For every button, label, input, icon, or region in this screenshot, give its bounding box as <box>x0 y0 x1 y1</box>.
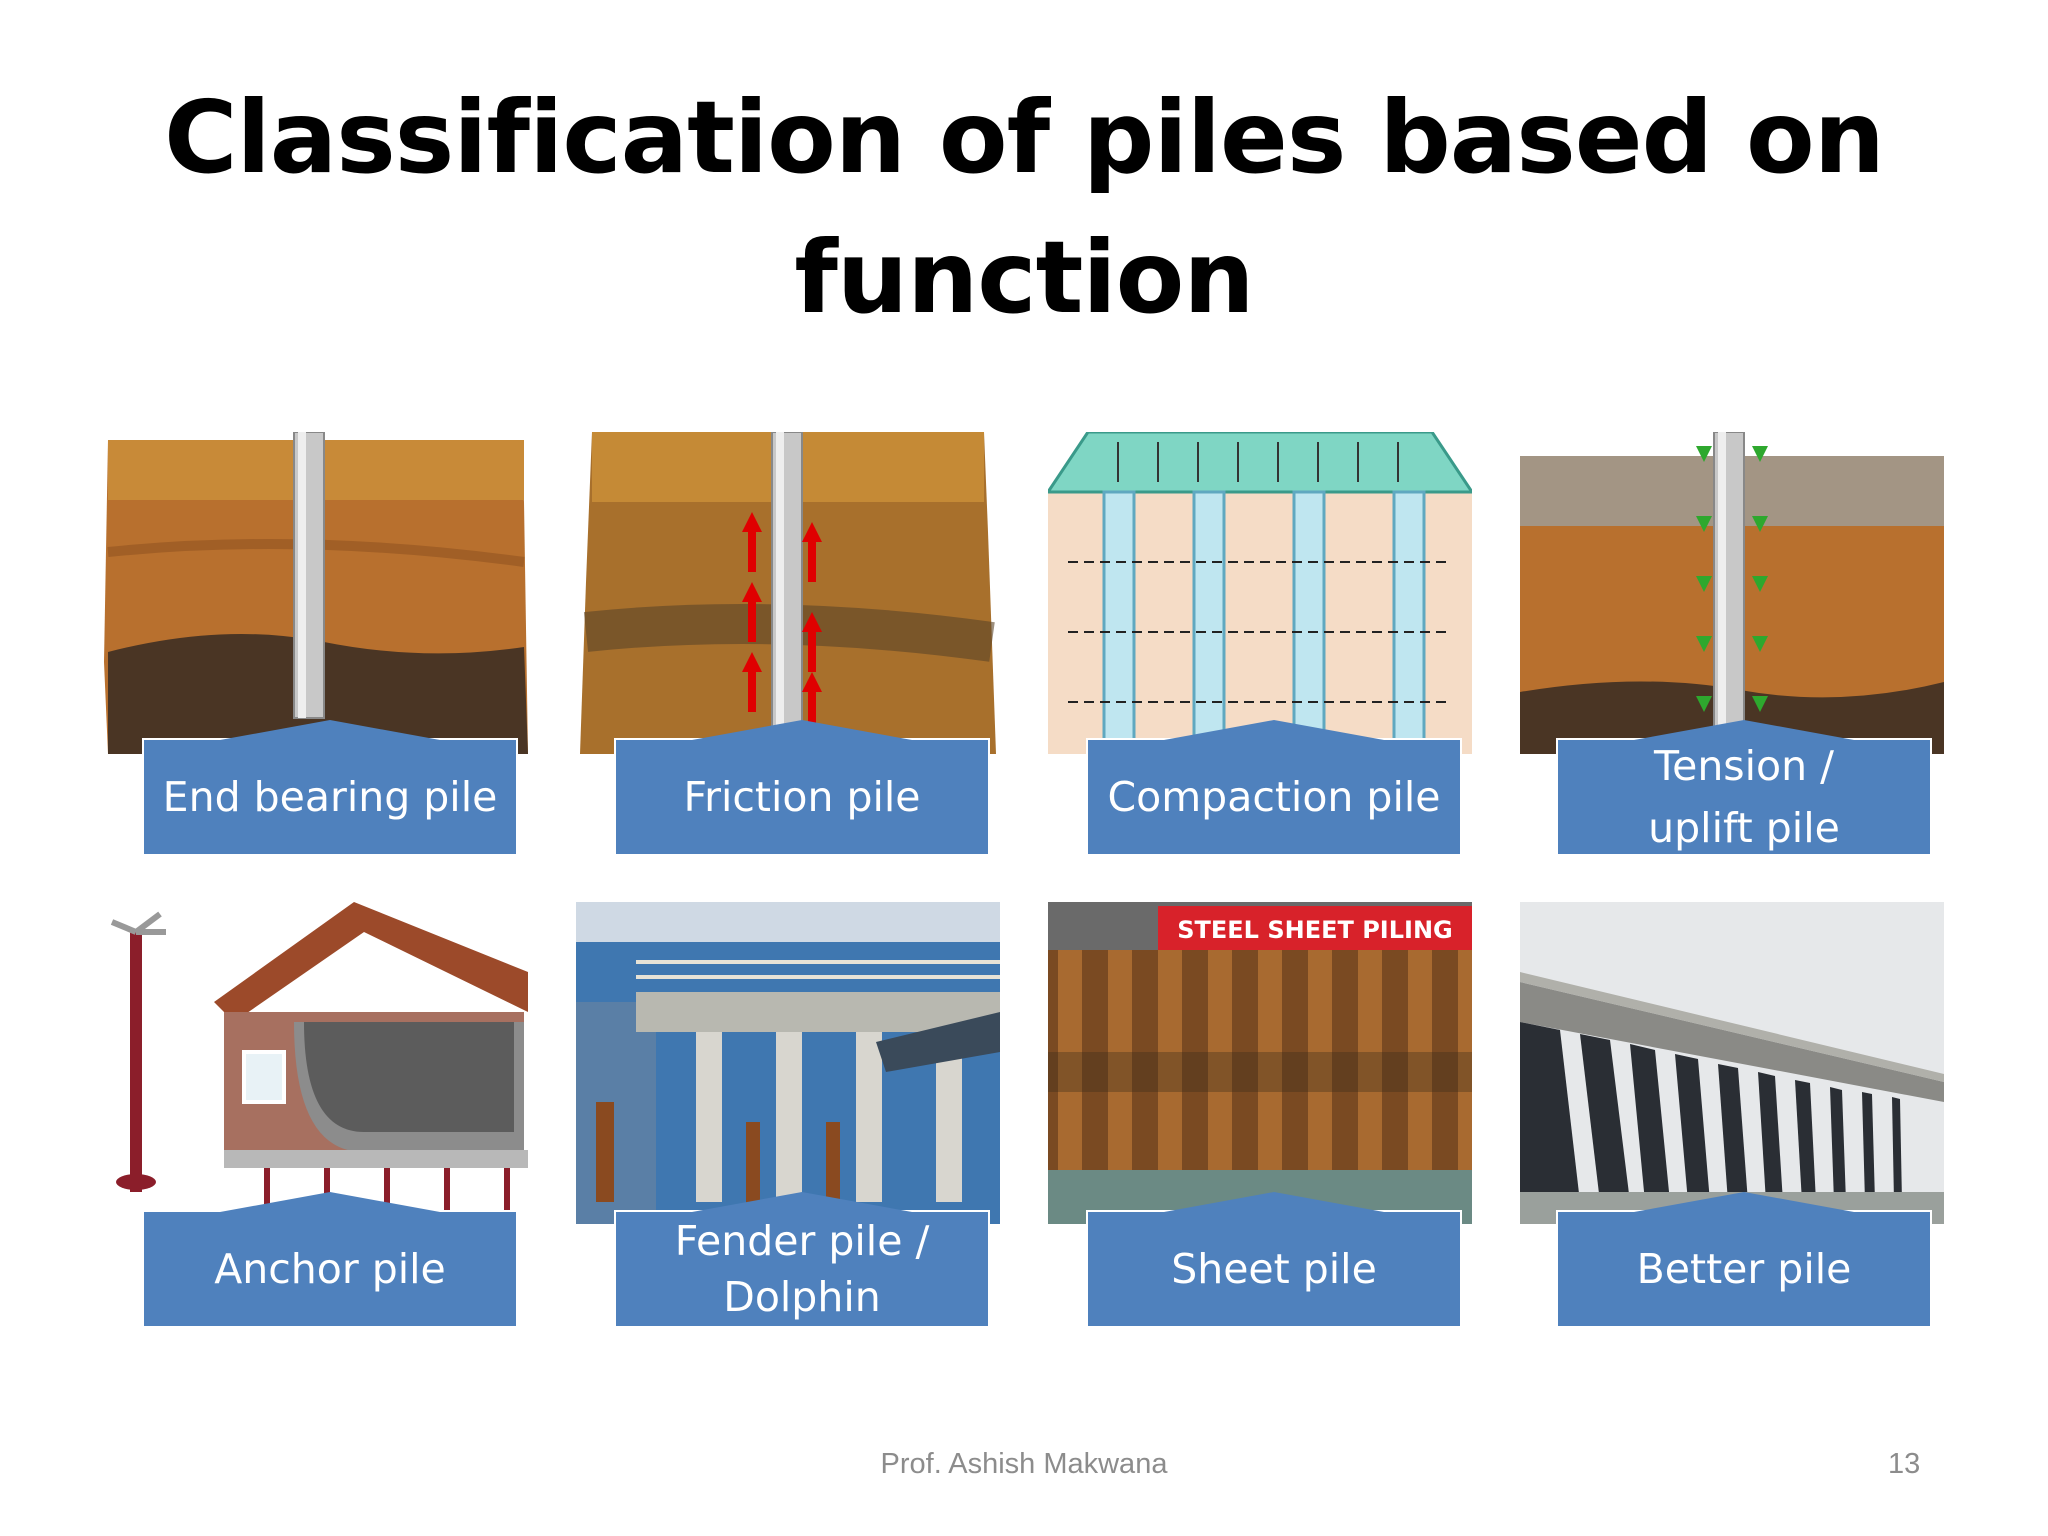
label-text: Tension / uplift pile <box>1636 735 1852 859</box>
label-text: Anchor pile <box>214 1245 446 1293</box>
page-number: 13 <box>1888 1448 1921 1480</box>
better-pile-image <box>1520 902 1944 1224</box>
label-line-2: uplift pile <box>1648 804 1840 852</box>
label-compaction-pile: Compaction pile <box>1086 720 1462 856</box>
footer-author: Prof. Ashish Makwana <box>880 1448 1168 1480</box>
label-text: Sheet pile <box>1171 1245 1377 1293</box>
label-end-bearing-pile: End bearing pile <box>142 720 518 856</box>
label-text: Compaction pile <box>1107 773 1441 821</box>
friction-pile-image <box>576 432 1000 754</box>
end-bearing-pile-image <box>104 432 528 754</box>
label-text: Friction pile <box>683 773 921 821</box>
anchor-pile-image <box>104 902 528 1224</box>
label-friction-pile: Friction pile <box>614 720 990 856</box>
fender-pile-dolphin-image <box>576 902 1000 1224</box>
compaction-pile-image <box>1048 432 1472 754</box>
tension-uplift-pile-image <box>1520 432 1944 754</box>
label-text: Better pile <box>1636 1245 1852 1293</box>
label-anchor-pile: Anchor pile <box>142 1192 518 1328</box>
slide-title-line-1: Classification of piles based on <box>164 79 1885 196</box>
sheet-pile-image: STEEL SHEET PILING <box>1048 902 1472 1224</box>
steel-sheet-piling-sign: STEEL SHEET PILING <box>1177 916 1453 944</box>
label-better-pile: Better pile <box>1556 1192 1932 1328</box>
label-fender-pile-dolphin: Fender pile / Dolphin <box>614 1192 990 1328</box>
label-line-1: Fender pile / <box>674 1217 930 1265</box>
label-text: Fender pile / Dolphin <box>663 1213 942 1325</box>
label-tension-uplift-pile: Tension / uplift pile <box>1556 720 1932 859</box>
slide-title: Classification of piles based on functio… <box>0 68 2048 348</box>
label-line-1: Tension / <box>1654 742 1834 790</box>
label-sheet-pile: Sheet pile <box>1086 1192 1462 1328</box>
slide-title-line-2: function <box>794 219 1254 336</box>
label-line-2: Dolphin <box>723 1273 881 1321</box>
label-text: End bearing pile <box>162 773 498 821</box>
